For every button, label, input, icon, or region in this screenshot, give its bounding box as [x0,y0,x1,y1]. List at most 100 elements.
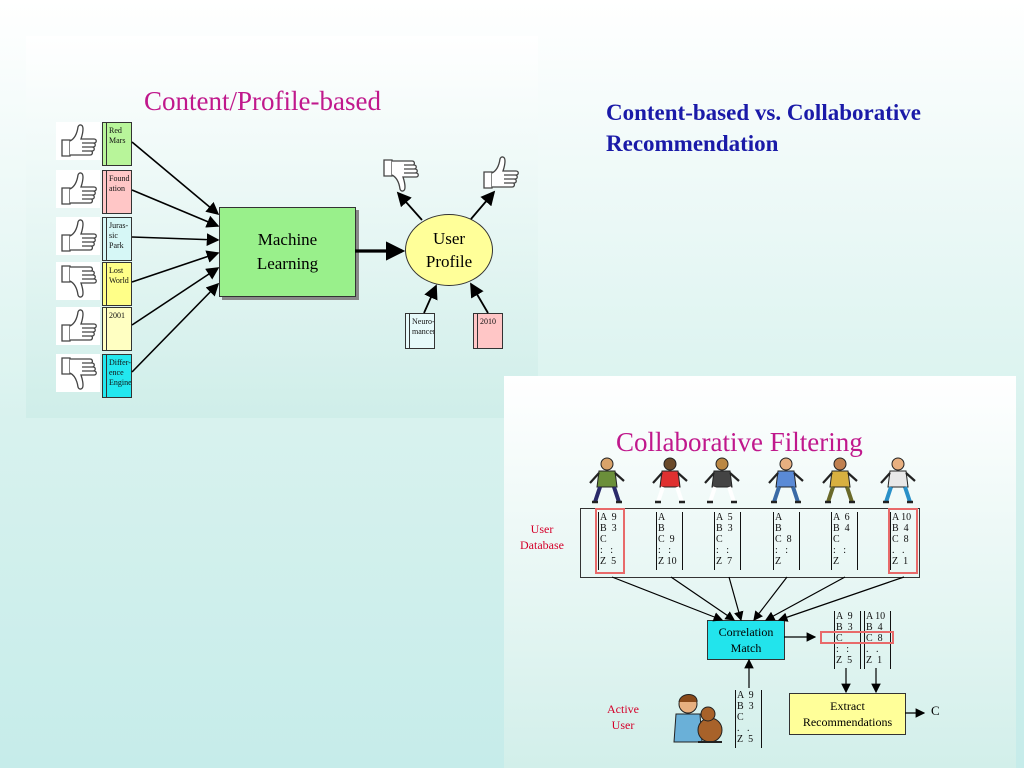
column-left-line [598,512,599,570]
rating-cell: A [775,512,783,523]
column-right-line [682,512,683,570]
user-person-icon [589,457,625,504]
user-person-icon [652,457,688,504]
book-3: Juras- sic Park [102,217,132,261]
candidate-book-label: Neuro- mancer [412,317,435,336]
slide-title-line-1: Content-based vs. Collaborative [606,100,921,125]
book-to-ml-arrow [131,189,220,228]
rating-cell: C [716,534,723,545]
book-label: Found ation [109,174,130,193]
candidate-to-profile-arrow [423,284,438,314]
column-left-line [735,690,736,748]
rating-cell: A 9 [737,690,754,701]
book-to-ml-arrow [131,282,220,373]
rating-cell: B [658,523,665,534]
rating-cell: A 9 [836,611,853,622]
rating-cell: Z 1 [892,556,909,567]
rating-cell: C [833,534,840,545]
correlation-match-box: Correlation Match [707,620,785,660]
column-right-line [857,512,858,570]
candidate-book-label: 2010 [480,317,496,326]
recommendation-output: C [931,703,940,718]
rating-cell: B 4 [892,523,909,534]
rating-cell: Z 7 [716,556,733,567]
rating-cell: C [836,633,843,644]
user-database-box [580,508,920,578]
candidate-to-profile-arrow [470,282,489,314]
slide-title: Content-based vs. Collaborative Recommen… [606,97,921,159]
profile-to-thumbs-down-arrow [396,191,423,221]
book-to-ml-arrow [131,250,220,283]
book-to-ml-arrow [131,267,220,326]
rating-cell: Z 5 [836,655,853,666]
rating-cell: A 9 [600,512,617,523]
rating-cell: . . [866,644,879,655]
column-right-line [740,512,741,570]
user-person-icon [768,457,804,504]
rating-cell: : : [836,644,850,655]
rating-cell: : : [600,545,614,556]
rating-cell: A 10 [866,611,886,622]
item-c-highlight [820,631,894,644]
match-highlight [595,508,625,574]
rating-cell: B 4 [866,622,883,633]
active-user-icon [673,694,723,743]
active-user-label: Active User [607,702,639,732]
book-1: Red Mars [102,122,132,166]
rating-cell: C 8 [892,534,909,545]
rating-cell: C [600,534,607,545]
book-5: 2001 [102,307,132,351]
book-label: Red Mars [109,126,126,145]
rating-cell: A 10 [892,512,912,523]
rating-cell: . . [892,545,905,556]
user-database-label: User Database [520,522,564,552]
content-panel-title: Content/Profile-based [144,86,381,116]
rating-cell: Z 1 [866,655,883,666]
book-to-ml-arrow [131,233,220,247]
rating-cell: C [737,712,744,723]
match-highlight [888,508,918,574]
book-label: Differ- ence Engine [109,358,132,387]
thumbs-down-icon [61,265,97,298]
user-profile-label: User Profile [425,229,473,271]
column-left-line [864,611,865,669]
thumbs-up-icon [61,309,97,342]
rating-cell: : : [658,545,672,556]
extract-recommendations-label: Extract Recommendations [802,699,893,729]
rating-cell: B 4 [833,523,850,534]
book-label: 2001 [109,311,125,320]
slide-title-line-2: Recommendation [606,131,779,156]
thumbs-down-icon [383,159,419,192]
machine-learning-box: Machine Learning [219,207,356,297]
rating-cell: . . [737,723,750,734]
correlation-match-label: Correlation Match [718,625,774,655]
collaborative-panel [504,376,1016,768]
profile-to-thumbs-up-arrow [470,190,496,220]
book-label: Juras- sic Park [109,221,129,250]
rating-cell: Z [833,556,840,567]
rating-cell: A 6 [833,512,850,523]
book-4: Lost World [102,262,132,306]
column-right-line [890,611,891,669]
rating-cell: A 5 [716,512,733,523]
rating-cell: B [775,523,782,534]
column-right-line [799,512,800,570]
rating-cell: C 8 [866,633,883,644]
column-left-line [714,512,715,570]
machine-learning-label: Machine Learning [256,230,319,273]
user-person-icon [704,457,740,504]
db-to-correlation-arrow [728,576,744,622]
rating-cell: Z 5 [737,734,754,745]
rating-cell: Z 5 [600,556,617,567]
column-left-line [831,512,832,570]
candidate-book-2: 2010 [473,313,503,349]
book-to-ml-arrow [131,141,220,216]
rating-cell: B 3 [716,523,733,534]
db-to-correlation-arrow [764,576,846,621]
